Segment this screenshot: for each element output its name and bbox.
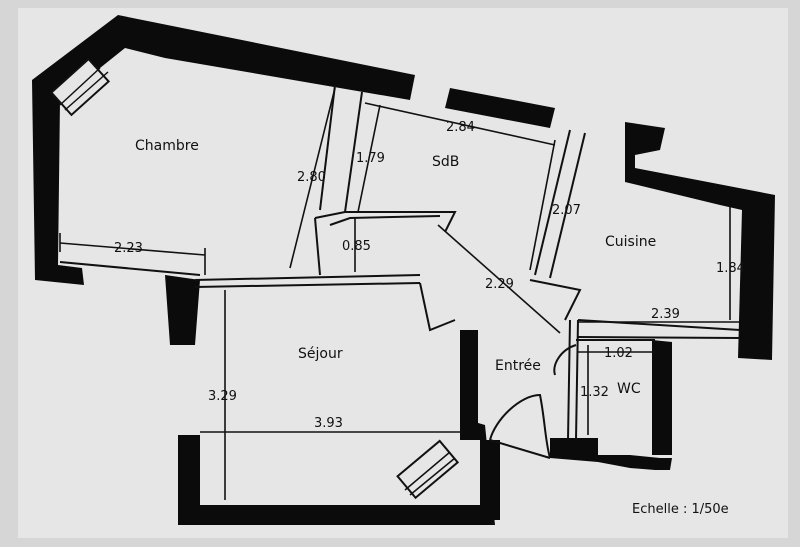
label-sdb: SdB	[432, 154, 459, 170]
dim-chambre-width: 2.23	[114, 241, 143, 256]
dimension-labels: 2.23 2.80 1.79 2.84 2.07 0.85 2.29 1.84 …	[114, 120, 745, 431]
window-sejour	[396, 439, 460, 500]
dim-passage: 0.85	[342, 239, 371, 254]
dim-cuisine-height: 1.84	[716, 261, 745, 276]
dimension-lines	[59, 87, 740, 500]
dim-sdb-width: 2.84	[446, 120, 475, 135]
dim-entree-diag: 2.29	[485, 277, 514, 292]
dim-chambre-height: 2.80	[297, 170, 326, 185]
scale-label: Echelle : 1/50e	[632, 502, 729, 517]
label-sejour: Séjour	[298, 346, 343, 362]
window-chambre	[49, 57, 111, 117]
walls	[32, 15, 775, 525]
interior-walls	[59, 84, 741, 459]
dim-sejour-height: 3.29	[208, 389, 237, 404]
dim-cuisine-width: 2.39	[651, 307, 680, 322]
dim-sejour-width: 3.93	[314, 416, 343, 431]
dim-wc-height: 1.32	[580, 385, 609, 400]
label-wc: WC	[617, 381, 641, 397]
dim-sdb-right: 2.07	[552, 203, 581, 218]
label-entree: Entrée	[495, 358, 541, 374]
dim-wc-width: 1.02	[604, 346, 633, 361]
label-cuisine: Cuisine	[605, 234, 656, 250]
label-chambre: Chambre	[135, 138, 199, 154]
dim-sdb-left: 1.79	[356, 151, 385, 166]
